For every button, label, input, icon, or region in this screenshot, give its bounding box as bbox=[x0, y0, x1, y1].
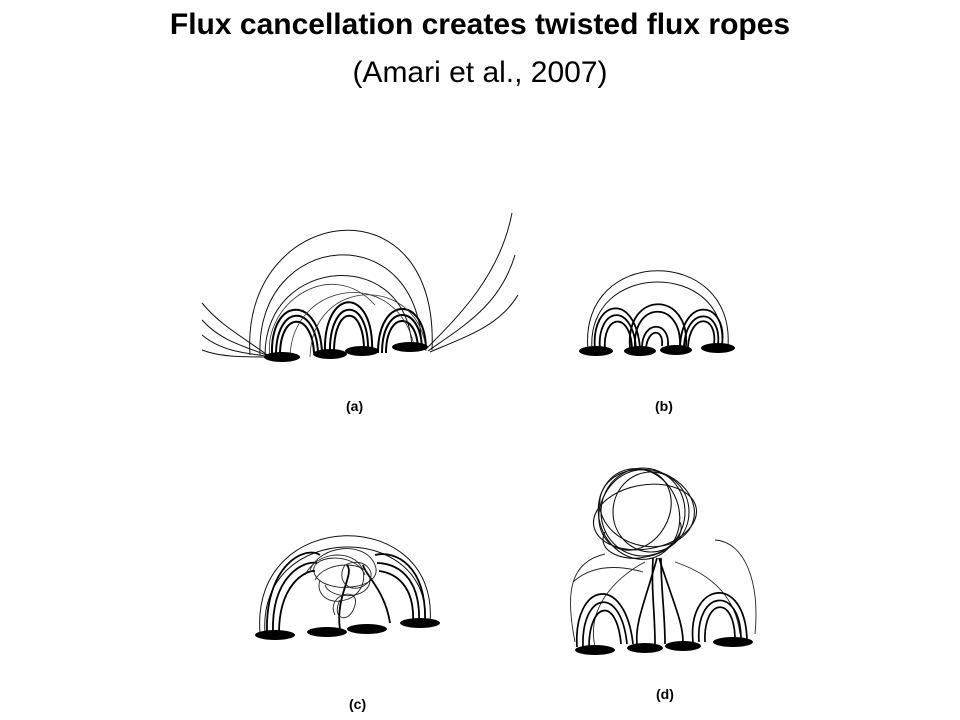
panel-c-figure bbox=[245, 505, 450, 645]
panel-a-figure bbox=[200, 185, 530, 375]
panel-d-field-lines bbox=[570, 467, 757, 655]
panel-a-field-lines bbox=[201, 212, 519, 362]
slide-subtitle: (Amari et al., 2007) bbox=[352, 56, 608, 89]
panel-c-field-lines bbox=[255, 535, 440, 640]
panel-d-figure bbox=[565, 462, 765, 658]
panel-c-label: (c) bbox=[349, 696, 367, 712]
panel-b-field-lines bbox=[579, 270, 735, 356]
panel-a-label: (a) bbox=[346, 398, 364, 414]
panel-b-figure bbox=[570, 250, 750, 365]
slide-title: Flux cancellation creates twisted flux r… bbox=[169, 8, 791, 41]
panel-d-label: (d) bbox=[656, 686, 674, 702]
panel-b-label: (b) bbox=[655, 398, 673, 414]
